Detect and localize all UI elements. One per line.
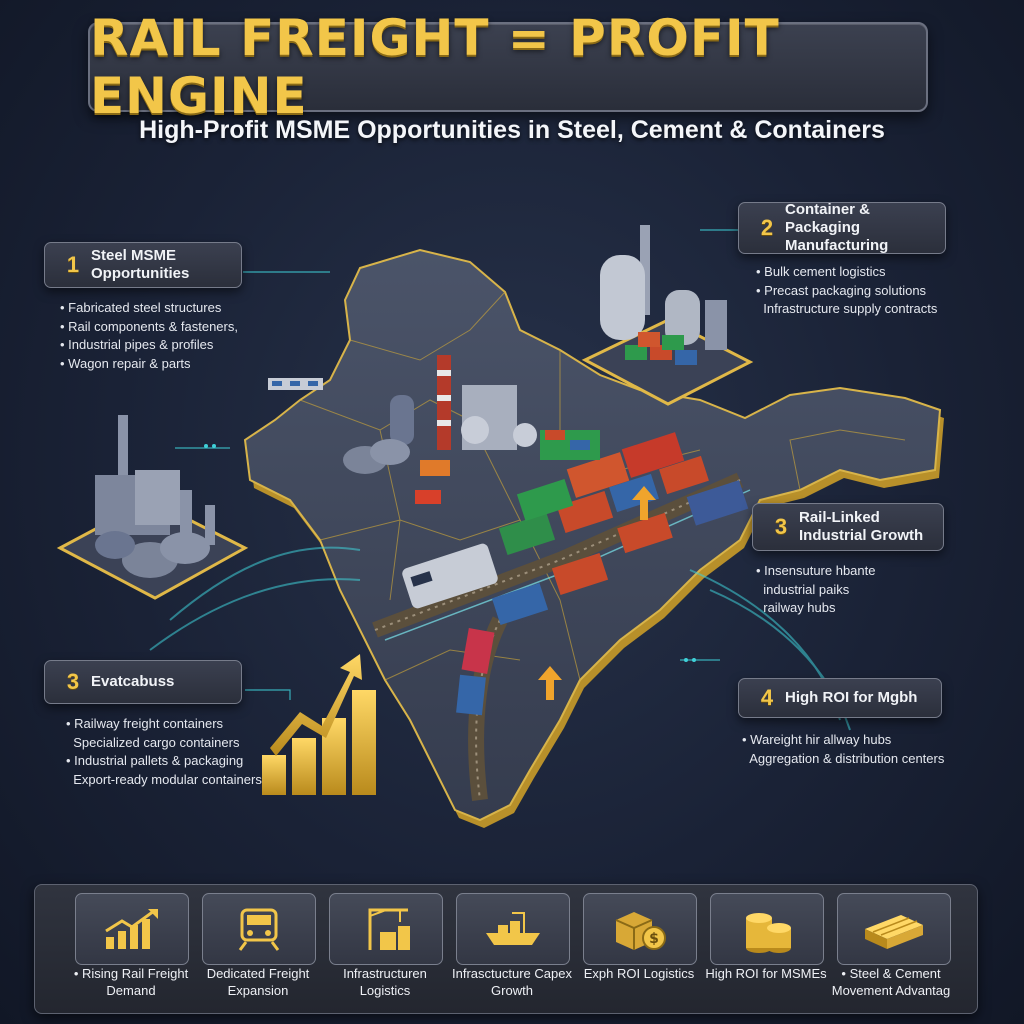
gold-growth-bars — [262, 654, 376, 795]
tile-freight-expansion — [202, 893, 316, 965]
list-item: Infrastructure supply contracts — [763, 301, 938, 316]
panel-title: Evatcabuss — [91, 673, 175, 690]
panel-high-roi: 4 High ROI for Mgbh — [738, 678, 942, 718]
bottom-feature-bar: • Rising Rail Freight Demand Dedicated F… — [34, 884, 978, 1014]
panel-evatcabuss: 3 Evatcabuss — [44, 660, 242, 704]
panel-container-packaging: 2 Container & Packaging Manufacturing — [738, 201, 946, 254]
title-plate: RAIL FREIGHT = PROFIT ENGINE — [88, 9, 928, 125]
box-coin-icon: $ — [615, 912, 666, 950]
list-item: • Bulk cement logistics — [756, 264, 886, 279]
container-bullet-list: • Bulk cement logistics • Precast packag… — [756, 263, 937, 319]
evatcabuss-bullet-list: • Railway freight containers Specialized… — [66, 715, 262, 789]
tile-label: Infrastructuren Logistics — [343, 966, 427, 998]
list-item: • Wareight hir allway hubs — [742, 732, 892, 747]
growth-arrow — [632, 486, 656, 520]
tile-label: Infrasctucture Capex Growth — [452, 966, 572, 998]
panel-badge: 1 — [66, 252, 80, 277]
panel-badge: 3 — [66, 669, 80, 694]
cargo-ship-icon — [486, 912, 540, 945]
tile-rising-demand — [75, 893, 189, 965]
panel-title: High ROI for Mgbh — [785, 689, 918, 706]
list-item: Aggregation & distribution centers — [749, 750, 945, 766]
freight-train — [402, 432, 749, 716]
svg-text:$: $ — [649, 931, 659, 947]
tile-infrastructure-logistics — [329, 893, 443, 965]
rail-bullet-list: • Insensuture hbante industrial paiks ra… — [756, 562, 875, 618]
panel-steel-msme: 1 Steel MSME Opportunities — [44, 242, 242, 288]
tile-roi-logistics: $ — [583, 893, 697, 965]
panel-rail-linked-growth: 3 Rail-Linked Industrial Growth — [752, 503, 944, 551]
panel-title: Container & Packaging Manufacturing — [785, 201, 889, 254]
crane-icon — [368, 908, 410, 950]
panel-badge: 3 — [774, 514, 788, 539]
roi-bullet-list: • Wareight hir allway hubs Aggregation &… — [742, 731, 944, 768]
list-item: • Railway freight containers — [66, 716, 224, 731]
tile-label: High ROI for MSMEs — [705, 966, 827, 981]
tile-label: • Rising Rail Freight Demand — [73, 966, 189, 998]
tile-high-roi — [710, 893, 824, 965]
steel-bullet-list: • Fabricated steel structures • Rail com… — [60, 299, 238, 373]
coin-stack-icon — [746, 913, 791, 953]
list-item: Specialized cargo containers — [73, 734, 240, 750]
tile-capex-growth — [456, 893, 570, 965]
tile-label: • Steel & Cement Movement Advantag — [831, 966, 951, 998]
list-item: • Precast packaging solutions — [756, 282, 927, 298]
list-item: • Fabricated steel structures — [60, 300, 222, 315]
list-item: • Industrial pallets & packaging — [66, 753, 244, 768]
panel-title: Steel MSME Opportunities — [91, 247, 190, 282]
list-item: • Insensuture hbante — [756, 563, 876, 578]
page-subtitle: High-Profit MSME Opportunities in Steel,… — [139, 116, 885, 144]
train-icon — [238, 908, 280, 951]
rising-chart-icon — [105, 909, 158, 949]
panel-badge: 2 — [760, 215, 774, 240]
page-title: RAIL FREIGHT = PROFIT ENGINE — [90, 9, 780, 125]
cement-plant-illustration — [581, 225, 754, 406]
tile-label: Dedicated Freight Expansion — [206, 966, 310, 998]
left-factory-illustration — [56, 415, 249, 600]
tile-steel-cement-movement — [837, 893, 951, 965]
central-steel-plant — [343, 355, 600, 504]
list-item: railway hubs — [763, 600, 836, 615]
list-item: • Rail components & fasteners, — [60, 318, 238, 334]
steel-bars-icon — [865, 915, 923, 949]
growth-arrow-2 — [538, 666, 562, 700]
list-item: • Industrial pipes & profiles — [60, 337, 214, 352]
list-item: • Wagon repair & parts — [60, 355, 191, 371]
panel-title: Rail-Linked Industrial Growth — [799, 509, 924, 544]
list-item: industrial paiks — [763, 581, 850, 597]
panel-badge: 4 — [760, 685, 774, 710]
list-item: Export-ready modular containers — [73, 771, 262, 787]
tile-label: Exph ROI Logistics — [583, 966, 695, 981]
